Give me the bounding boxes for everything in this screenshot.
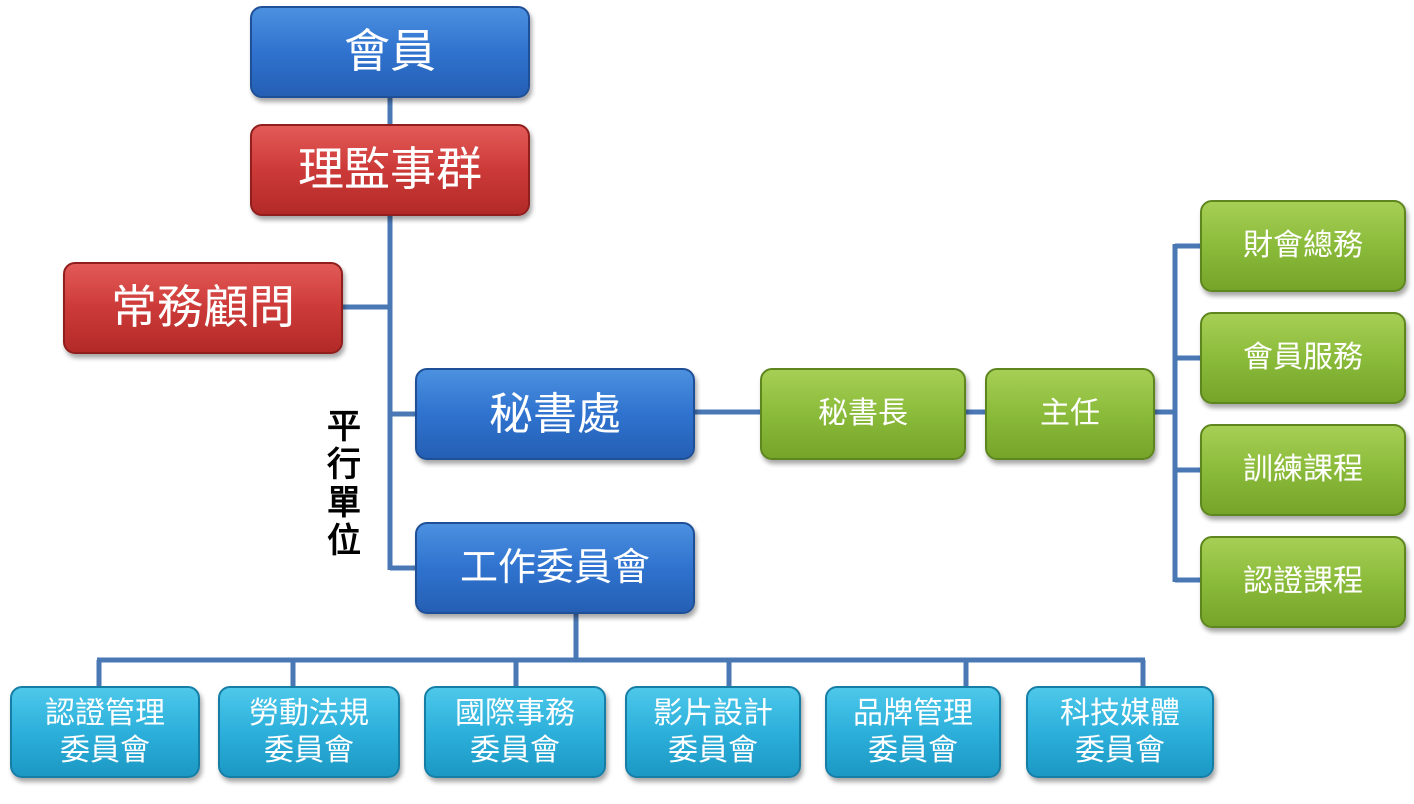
board-node: 理監事群: [250, 124, 530, 216]
sub-committee-brand: 品牌管理 委員會: [825, 686, 1001, 778]
sub-committee-international: 國際事務 委員會: [424, 686, 606, 778]
secretariat-node: 秘書處: [415, 368, 695, 460]
director-node: 主任: [985, 368, 1155, 460]
training-node: 訓練課程: [1200, 424, 1406, 516]
sub-committee-labor-law: 勞動法規 委員會: [218, 686, 400, 778]
member-services-node: 會員服務: [1200, 312, 1406, 404]
parallel-units-label: 平行單位: [327, 407, 361, 561]
sub-committee-tech-media: 科技媒體 委員會: [1026, 686, 1214, 778]
sub-committee-video-design: 影片設計 委員會: [625, 686, 801, 778]
advisors-node: 常務顧問: [63, 262, 343, 354]
committee-node: 工作委員會: [415, 522, 695, 614]
members-node: 會員: [250, 6, 530, 98]
sub-committee-certification: 認證管理 委員會: [10, 686, 200, 778]
secretary-general-node: 秘書長: [760, 368, 966, 460]
certification-courses-node: 認證課程: [1200, 536, 1406, 628]
finance-node: 財會總務: [1200, 200, 1406, 292]
